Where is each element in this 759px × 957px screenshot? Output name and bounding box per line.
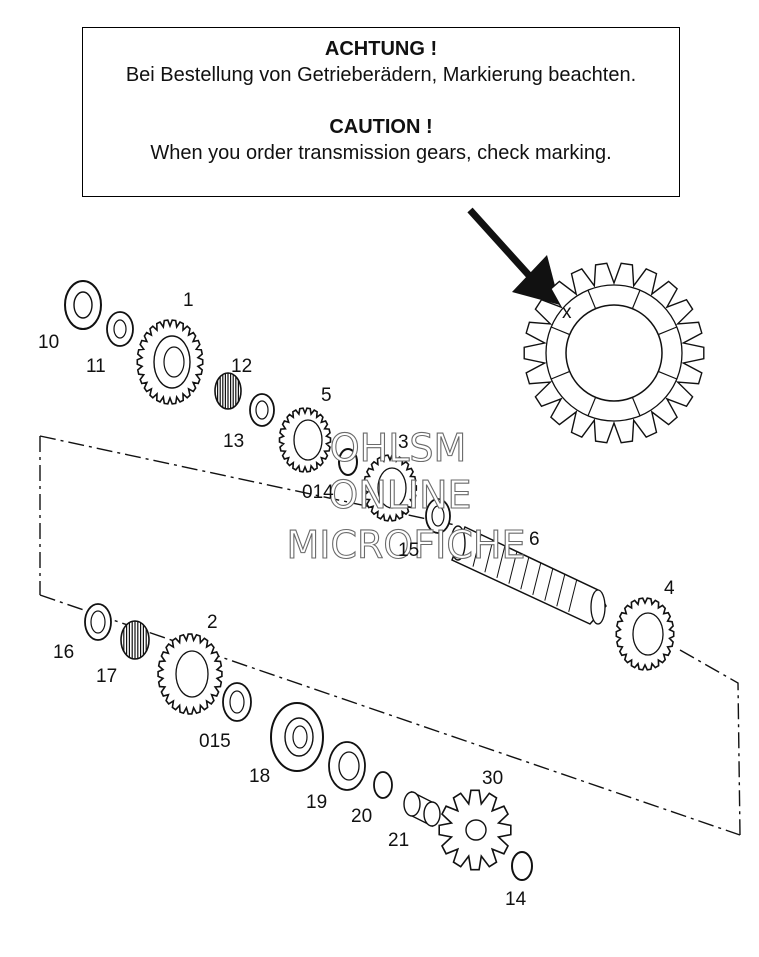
washer-13 [249,393,275,427]
bearing-10 [64,280,102,330]
circlip-014 [338,448,358,476]
o-ring-20 [373,771,393,799]
gear-slot-line [550,370,570,380]
label-part-16: 16 [53,642,74,663]
shaft-spline [520,557,530,590]
washer-015 [222,682,252,722]
label-part-15: 15 [398,540,419,561]
shaft-spline [484,540,494,573]
caution-heading: CAUTION ! [329,116,433,138]
shaft-spline [496,545,506,579]
gear-1 [136,319,204,405]
gear-4 [615,597,675,671]
marking-x-symbol: x [562,302,572,323]
watermark-line-3: MICROFICHE [286,523,525,567]
label-part-4: 4 [664,578,675,599]
shaft-spline [544,568,554,601]
label-part-12: 12 [231,356,252,377]
shaft-spline [508,551,518,584]
label-part-19: 19 [306,792,327,813]
shaft-spline [532,562,542,596]
frame-right-edge [679,649,741,836]
label-part-17: 17 [96,666,117,687]
label-part-10: 10 [38,332,59,353]
gear-slot-line [587,289,597,309]
seal-19 [328,741,366,791]
watermark: OHLSM ONLINE MICROFICHE [286,425,526,567]
gear-slot-line [658,326,678,336]
gear-2 [157,633,223,715]
label-part-014: 014 [302,482,334,503]
watermark-line-1: OHLSM [330,426,467,470]
gear-slot-line [550,326,570,336]
needle-bearing-17 [120,620,150,660]
achtung-text: Bei Bestellung von Getrieberädern, Marki… [125,64,637,86]
detail-gear-with-marking: x [523,262,705,444]
label-part-14: 14 [505,889,527,910]
countershaft-6 [450,525,607,625]
shaft-spline [568,579,578,613]
watermark-line-2: ONLINE [328,473,471,517]
frame-lower-line [39,594,741,836]
shaft-spline [472,534,482,567]
gear-5 [278,407,332,473]
gear-slot-line [631,289,641,309]
label-part-1: 1 [183,290,194,311]
label-part-5: 5 [321,385,332,406]
washer-15 [425,498,451,534]
label-part-13: 13 [223,431,244,452]
achtung-heading: ACHTUNG ! [324,38,438,60]
label-part-3: 3 [398,432,409,453]
spacer-21 [403,790,441,828]
caution-notice-box: ACHTUNG ! Bei Bestellung von Getrieberäd… [82,27,680,197]
label-part-18: 18 [249,766,270,787]
needle-bearing-12 [214,372,242,410]
label-part-30: 30 [482,768,503,789]
label-part-2: 2 [207,612,218,633]
gear-3 [362,454,418,522]
sprocket-30 [438,789,512,871]
gear-slot-line [587,397,597,417]
marking-arrow [467,207,560,305]
label-part-015: 015 [199,731,231,752]
washer-16 [84,603,112,641]
gear-slot-line [658,370,678,380]
label-part-20: 20 [351,806,372,827]
washer-11 [106,311,134,347]
label-part-21: 21 [388,830,409,851]
label-part-11: 11 [86,356,106,377]
shaft-spline [556,574,566,607]
circlip-14 [511,851,533,881]
part-number-labels: 1 2 3 4 5 6 10 11 12 13 014 15 16 17 015… [38,290,675,910]
bearing-18 [270,702,324,772]
label-part-6: 6 [529,529,540,550]
gear-slot-line [631,397,641,417]
caution-text: When you order transmission gears, check… [150,142,612,164]
